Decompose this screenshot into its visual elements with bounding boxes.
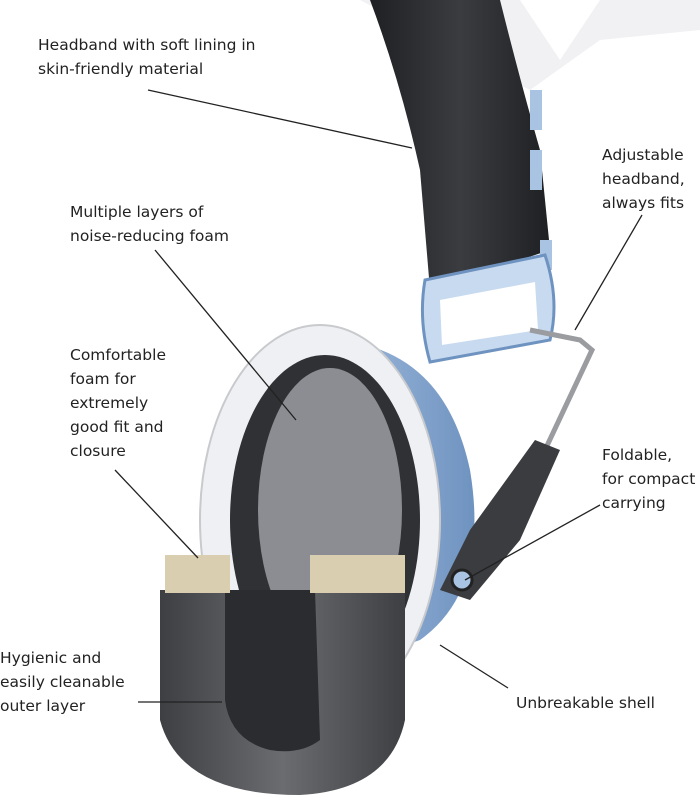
pivot-icon: [450, 568, 474, 592]
label-foldable: Foldable, for compact carrying: [602, 446, 696, 512]
label-foam-layers: Multiple layers of noise-reducing foam: [70, 203, 230, 245]
headband: [370, 0, 550, 290]
adjustment-wire: [529, 327, 596, 452]
comfort-foam-left: [165, 555, 230, 593]
fold-arm: [440, 440, 560, 600]
leader-lines: [114, 89, 643, 703]
headband-slider: [530, 90, 542, 130]
label-comfort-foam: Comfortable foam for extremely good fit …: [70, 346, 166, 460]
label-shell: Unbreakable shell: [516, 694, 655, 712]
label-adjustable-headband: Adjustable headband, always fits: [602, 146, 685, 212]
label-headband: Headband with soft lining in skin-friend…: [38, 36, 256, 78]
label-outer-layer: Hygienic and easily cleanable outer laye…: [0, 649, 125, 715]
comfort-foam-right: [310, 555, 405, 593]
